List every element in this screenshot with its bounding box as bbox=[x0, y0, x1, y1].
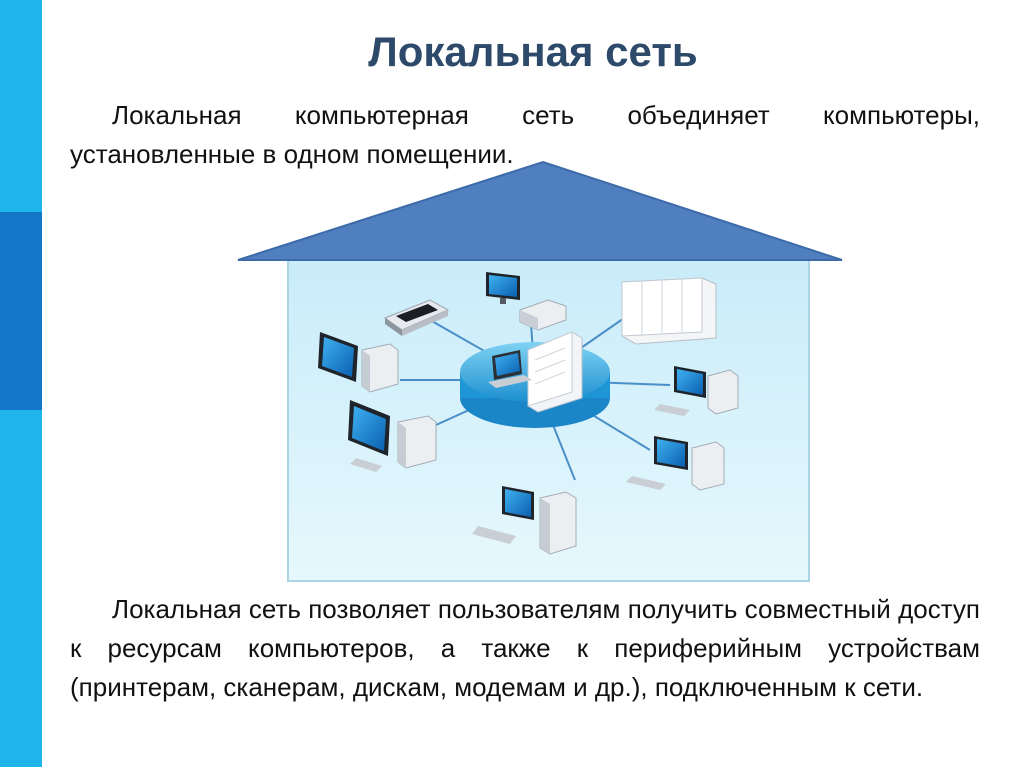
body-paragraph: Локальная сеть позволяет пользователям п… bbox=[70, 594, 980, 702]
house-roof bbox=[237, 160, 843, 261]
scanner-icon bbox=[383, 299, 450, 336]
desktop-computer-icon bbox=[472, 486, 577, 555]
laptop-icon bbox=[488, 350, 532, 388]
desktop-computer-icon bbox=[486, 272, 520, 304]
printer-icon bbox=[519, 299, 567, 331]
desktop-computer-icon bbox=[348, 400, 437, 472]
local-network-diagram bbox=[237, 160, 843, 582]
desktop-computer-icon bbox=[318, 332, 399, 393]
side-bar-bottom-segment bbox=[0, 410, 42, 767]
server-icon bbox=[527, 331, 583, 413]
server-rack-icon bbox=[621, 277, 717, 345]
side-bar-top-segment bbox=[0, 0, 42, 212]
desktop-computer-icon bbox=[626, 436, 725, 491]
desktop-computer-icon bbox=[654, 366, 739, 416]
side-accent-bar bbox=[0, 0, 42, 767]
intro-paragraph: Локальная компьютерная сеть объединяет к… bbox=[70, 100, 980, 169]
side-bar-middle-segment bbox=[0, 212, 42, 410]
slide-title: Локальная сеть bbox=[368, 28, 698, 75]
